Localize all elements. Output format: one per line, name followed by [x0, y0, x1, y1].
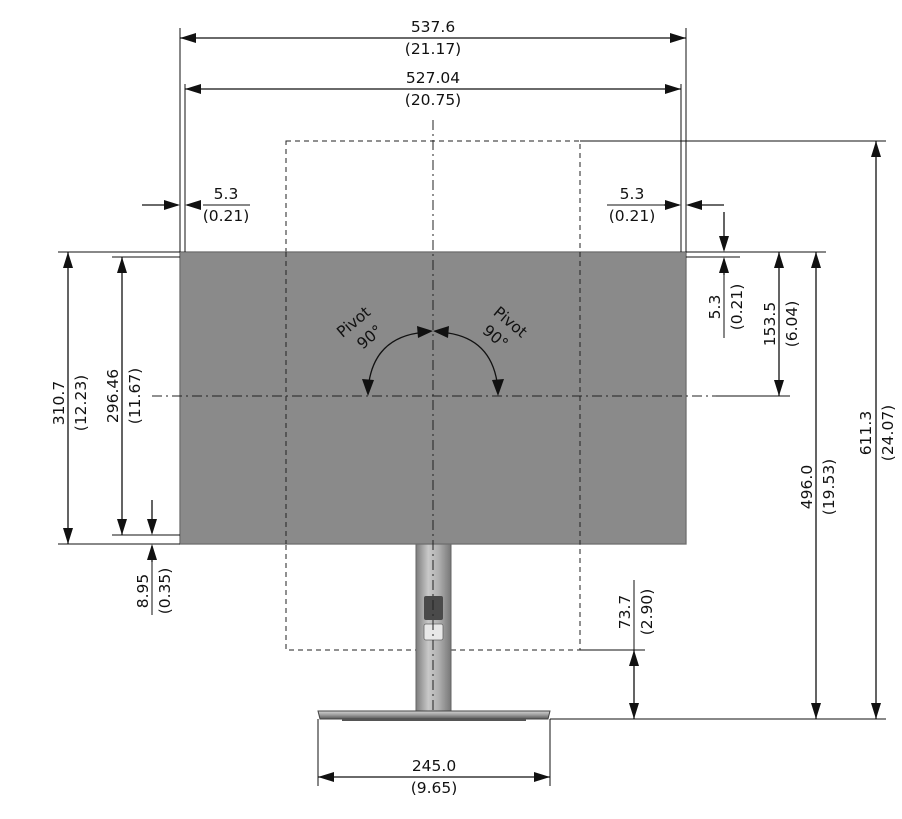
bezel-left-in: (0.21): [203, 207, 250, 225]
panel-height-in: (11.67): [126, 368, 144, 424]
min-clearance-mm: 73.7: [616, 595, 634, 630]
overall-width-in: (21.17): [405, 40, 461, 58]
dimension-min-clearance: 73.7 (2.90): [580, 580, 656, 719]
bezel-bottom-in: (0.35): [156, 568, 174, 615]
panel-width-mm: 527.04: [406, 69, 460, 87]
top-to-center-mm: 153.5: [761, 302, 779, 346]
max-height-in: (19.53): [820, 459, 838, 515]
dimension-overall-width: 537.6 (21.17): [179, 18, 687, 252]
dimension-base-width: 245.0 (9.65): [317, 719, 551, 797]
pivot-height-in: (24.07): [879, 405, 897, 461]
overall-height-mm: 310.7: [50, 381, 68, 425]
stand-base-foot: [342, 718, 526, 721]
stand-base: [317, 710, 551, 720]
bezel-bottom-mm: 8.95: [134, 574, 152, 609]
base-width-in: (9.65): [411, 779, 458, 797]
dimension-overall-height: 310.7 (12.23): [50, 251, 180, 545]
bezel-top-mm: 5.3: [706, 295, 724, 320]
bezel-right-mm: 5.3: [620, 185, 645, 203]
monitor-illustration: [152, 120, 716, 721]
overall-height-in: (12.23): [72, 375, 90, 431]
dimension-panel-height: 296.46 (11.67): [104, 256, 180, 536]
top-to-center-in: (6.04): [783, 301, 801, 348]
panel-height-mm: 296.46: [104, 369, 122, 423]
bezel-top-in: (0.21): [728, 284, 746, 331]
dimension-pivot-height: 611.3 (24.07): [580, 140, 897, 719]
panel-width-in: (20.75): [405, 91, 461, 109]
base-width-mm: 245.0: [412, 757, 456, 775]
dimension-max-height: 496.0 (19.53): [790, 251, 838, 719]
bezel-right-in: (0.21): [609, 207, 656, 225]
dimension-bezel-right: 5.3 (0.21): [607, 185, 724, 225]
min-clearance-in: (2.90): [638, 589, 656, 636]
max-height-mm: 496.0: [798, 465, 816, 509]
dimension-top-to-center: 153.5 (6.04): [686, 251, 801, 397]
bezel-left-mm: 5.3: [214, 185, 239, 203]
dimension-panel-width: 527.04 (20.75): [184, 69, 682, 252]
pivot-height-mm: 611.3: [857, 411, 875, 455]
overall-width-mm: 537.6: [411, 18, 455, 36]
dimension-bezel-top: 5.3 (0.21): [686, 212, 746, 338]
dimension-bezel-bottom: 8.95 (0.35): [134, 500, 174, 615]
dimension-bezel-left: 5.3 (0.21): [142, 185, 250, 225]
